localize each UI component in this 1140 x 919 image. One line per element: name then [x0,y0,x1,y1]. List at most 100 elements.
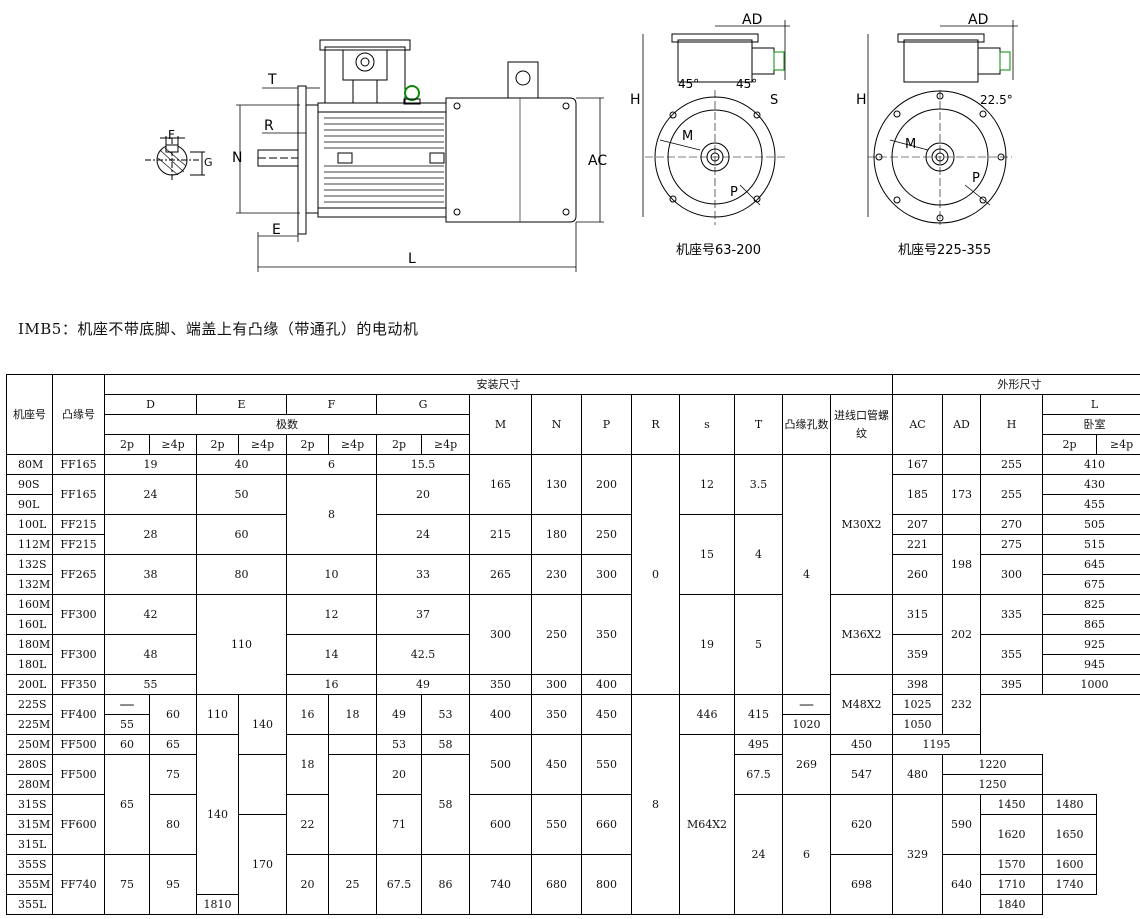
cell-ea: 110 [196,694,239,735]
cell-fb: 20 [376,754,422,795]
cell-h: 450 [830,734,893,755]
cell-n: 180 [531,514,582,555]
header-g: G [376,394,470,415]
cell-d: 55 [104,674,197,695]
cell-ga: 67.5 [376,854,422,915]
cell-fl: FF265 [52,554,105,595]
cell-ac: 547 [830,754,893,795]
cell-f: 16 [286,674,377,695]
cell-fl: FF740 [52,854,105,915]
cell-m: 400 [469,694,532,735]
cell-ac: 167 [892,454,943,475]
cell-g: 37 [376,594,470,635]
header-f-2p: 2p [286,434,329,455]
cell-e: 80 [196,554,287,595]
cell-l: 1000 [1042,674,1140,695]
cell-t: 6 [782,794,831,915]
cell-h: 355 [980,634,1043,675]
cell-m: 600 [469,794,532,855]
frame-cell: 132M [6,574,53,595]
cell-p: 550 [581,734,632,795]
frame-cell: 355S [6,854,53,875]
cell-s: 19 [679,594,735,695]
header-d-4p: ≥4p [149,434,197,455]
cell-h: 395 [980,674,1043,695]
cell-fl: FF500 [52,734,105,755]
frame-cell: 225S [6,694,53,715]
cell-n: 550 [531,794,582,855]
cell-f: 6 [286,454,377,475]
cell-f: 12 [286,594,377,635]
cell-p: 200 [581,454,632,515]
cell-l: 865 [1042,614,1140,635]
dim-ad-label-small: AD [742,12,762,28]
cell-eb [238,754,287,815]
dim-s-label-small: S [770,93,778,108]
header-t: T [734,394,783,455]
header-outline: 外形尺寸 [892,374,1140,395]
cell-thread: M30X2 [830,454,893,595]
dim-ac-label: AC [588,153,607,169]
table-row: 315L [6,834,1140,855]
angle-45-left: 45° [678,77,699,91]
cell-m: 350 [469,674,532,695]
cell-h: 300 [980,554,1043,595]
cell-thread: M48X2 [830,674,893,735]
header-flange: 凸缘号 [52,374,105,455]
dimension-table: 机座号 凸缘号 安装尺寸 外形尺寸 D E F G M N P R s T 凸缘… [6,374,1140,915]
dim-f-label: F [168,128,175,142]
frame-cell: 315M [6,814,53,835]
cell-l: 515 [1042,534,1140,555]
motor-drawings: F G [0,0,1140,300]
cell-p: 450 [581,694,632,735]
cell-ad [942,454,981,475]
cell-fl: FF300 [52,594,105,635]
header-poles: 极数 [104,414,470,435]
cell-l: 675 [1042,574,1140,595]
cell-fl: FF600 [52,794,105,855]
frame-cell: 80M [6,454,53,475]
cell-fl: FF165 [52,454,105,475]
cell-lb: 1840 [980,894,1043,915]
cell-m: 265 [469,554,532,595]
section-caption: IMB5：机座不带底脚、端盖上有凸缘（带通孔）的电动机 [18,320,419,338]
cell-ad: 329 [892,794,943,915]
cell-ad: 232 [942,674,981,735]
cell-h: 270 [980,514,1043,535]
frame-cell: 160L [6,614,53,635]
cell-ac: 207 [892,514,943,535]
dim-t-label: T [267,72,277,88]
cell-da: 75 [104,854,150,915]
cell-gb: 67.5 [734,754,783,795]
header-m: M [469,394,532,455]
cell-n: 350 [531,694,582,735]
cell-eb: 140 [238,694,287,755]
cell-n: 230 [531,554,582,595]
cell-h: 335 [980,594,1043,635]
table-row: 132M 675 [6,574,1140,595]
frame-cell: 280S [6,754,53,775]
cell-ac: 446 [679,694,735,735]
cell-l: 825 [1042,594,1140,615]
cell-l: 455 [1042,494,1140,515]
header-h: H [980,394,1043,455]
header-frame: 机座号 [6,374,53,455]
cell-g: 15.5 [376,454,470,475]
dim-m-label-large: M [905,137,916,152]
cell-m: 500 [469,734,532,795]
cell-ad: 269 [782,734,831,795]
frame-label-small: 机座号63-200 [676,243,761,258]
cell-fa: 16 [286,694,329,735]
cell-gb: 86 [421,854,470,915]
cell-db: 80 [149,794,197,855]
cell-la: 1810 [196,894,239,915]
cell-ga: 53 [376,734,422,755]
cell-ad: 198 [942,534,981,595]
